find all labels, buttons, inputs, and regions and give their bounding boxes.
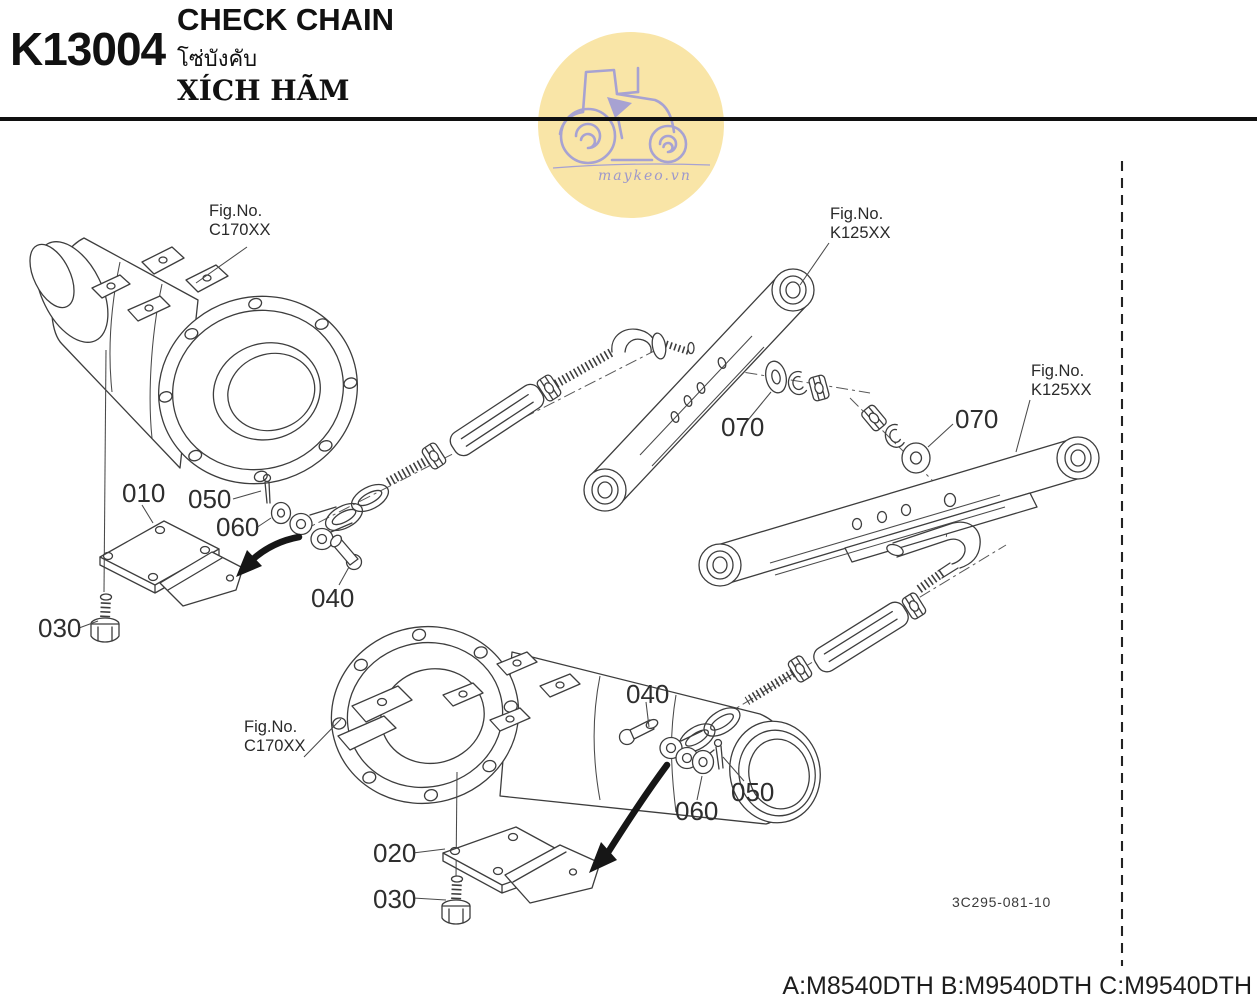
fig-ref-line2: C170XX: [209, 221, 271, 239]
cotter-pin-050-bottom: [713, 738, 724, 770]
title-thai: โซ่บังคับ: [177, 46, 258, 71]
mounting-plate-020: [442, 826, 601, 904]
callout-020: 020: [373, 838, 417, 868]
rear-axle-case-top: [29, 237, 359, 593]
fig-ref-k125xx-top: Fig.No. K125XX: [830, 205, 891, 243]
leader-lines: [78, 242, 1031, 901]
rear-axle-case-bottom: [330, 625, 821, 879]
lower-link-arm-right: [698, 436, 1100, 587]
callout-050-top: 050: [188, 484, 232, 514]
section-code: K13004: [10, 23, 166, 75]
watermark-site-text: maykeo.vn: [598, 168, 692, 184]
drawing-number: 3C295-081-10: [952, 894, 1052, 910]
header-rule: [0, 117, 1257, 121]
callout-030-bottom: 030: [373, 884, 417, 914]
fig-ref-line1: Fig.No.: [209, 202, 263, 220]
model-applicability: A:M8540DTH B:M9540DTH C:M9540DTH: [782, 972, 1252, 1000]
fig-ref-k125xx-right: Fig.No. K125XX: [1031, 362, 1092, 400]
callout-070-left: 070: [721, 412, 765, 442]
callout-030-top: 030: [38, 613, 82, 643]
bolt-030-top: [90, 593, 120, 643]
fig-ref-line2: C170XX: [244, 737, 306, 755]
bolt-030-bottom: [441, 875, 471, 925]
callout-050-bottom: 050: [731, 777, 775, 807]
washer-060-top: [270, 501, 292, 525]
title-vietnamese: XÍCH HÃM: [177, 74, 350, 107]
watermark: maykeo.vn: [538, 32, 724, 218]
fig-ref-c170xx-top: Fig.No. C170XX: [209, 202, 270, 240]
callout-060-bottom: 060: [675, 796, 719, 826]
callout-070-right: 070: [955, 404, 999, 434]
fig-ref-line1: Fig.No.: [1031, 362, 1085, 380]
fig-ref-c170xx-bottom: Fig.No. C170XX: [244, 718, 305, 756]
mounting-plate-010: [99, 520, 244, 607]
fig-ref-line1: Fig.No.: [244, 718, 298, 736]
callout-010: 010: [122, 478, 166, 508]
callout-040-top: 040: [311, 583, 355, 613]
check-chain-assembly-left: [289, 328, 695, 551]
fig-ref-line2: K125XX: [1031, 381, 1092, 399]
fig-ref-line2: K125XX: [830, 224, 891, 242]
washer-060-bottom: [691, 749, 715, 775]
nut-washer-set-070-right: [859, 403, 931, 474]
rotation-arrow-bottom: [589, 761, 671, 873]
nut-washer-set-070-left: [765, 360, 831, 403]
check-chain-assembly-right: [659, 521, 981, 770]
title-english: CHECK CHAIN: [177, 2, 394, 37]
rotation-arrow-top: [236, 533, 303, 577]
cotter-pin-050-top: [262, 473, 272, 504]
fig-ref-line1: Fig.No.: [830, 205, 884, 223]
callout-040-bottom: 040: [626, 679, 670, 709]
clevis-pin-040-bottom: [618, 718, 659, 746]
clevis-pin-040-top: [329, 534, 363, 571]
callout-060-top: 060: [216, 512, 260, 542]
